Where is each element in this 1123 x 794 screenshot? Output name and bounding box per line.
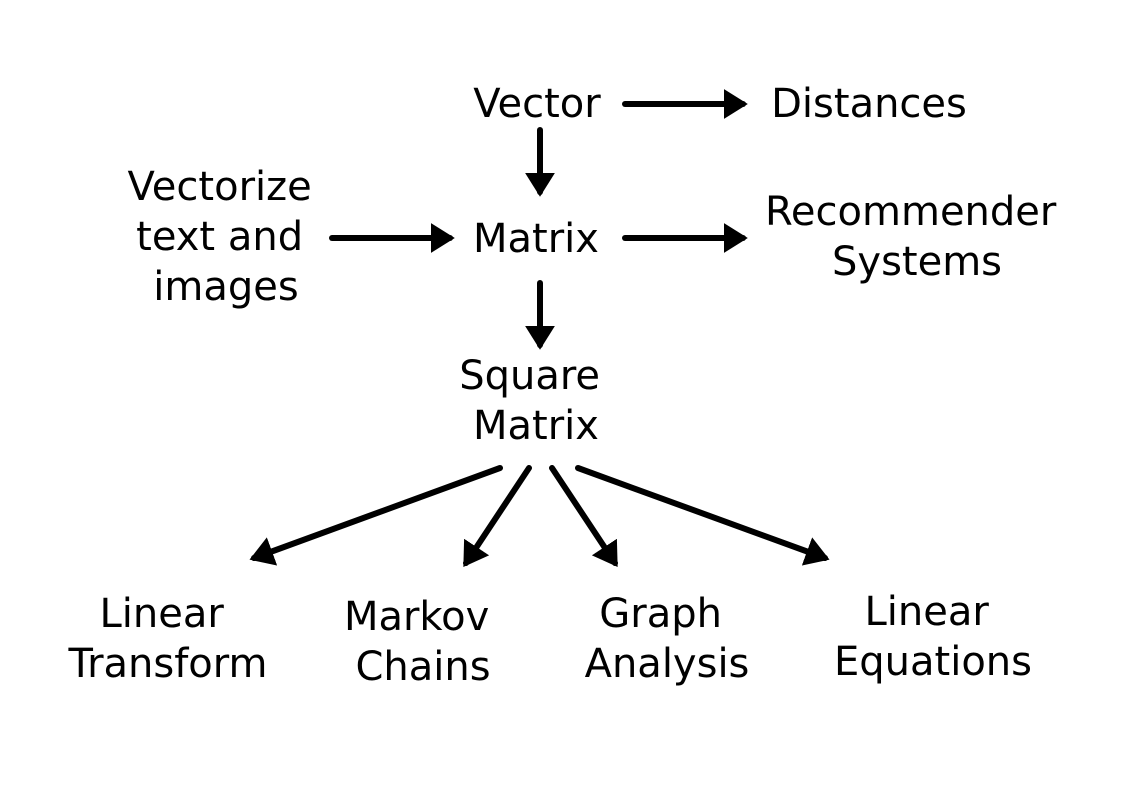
node-linear-equations-line-1: Linear (864, 589, 989, 635)
node-graph-analysis: Graph Analysis (585, 591, 750, 687)
node-linear-equations-line-2: Equations (834, 639, 1032, 685)
node-distances: Distances (771, 81, 967, 127)
node-recommender-line-2: Systems (832, 239, 1002, 285)
node-linear-equations: Linear Equations (834, 589, 1032, 685)
node-vectorize-line-1: Vectorize (128, 164, 312, 210)
node-vector: Vector (473, 81, 601, 127)
node-distances-line: Distances (771, 81, 967, 127)
nodes: Vector Distances Vectorize text and imag… (68, 81, 1069, 690)
node-markov-chains-line-2: Chains (355, 644, 490, 690)
edges (249, 89, 830, 568)
node-vectorize-text-and-images: Vectorize text and images (128, 164, 325, 310)
edge-square-matrix-markov-chains (463, 465, 532, 568)
node-vectorize-line-2: text and (136, 214, 303, 260)
edge-square-matrix-linear-transform (249, 465, 503, 566)
node-square-matrix-line-1: Square (459, 353, 600, 399)
node-linear-transform-line-2: Transform (68, 641, 268, 687)
edge-square-matrix-graph-analysis (549, 465, 618, 568)
node-square-matrix-line-2: Matrix (473, 403, 599, 449)
node-recommender-systems: Recommender Systems (765, 189, 1069, 285)
node-linear-transform: Linear Transform (68, 591, 268, 687)
node-graph-analysis-line-1: Graph (599, 591, 722, 637)
node-markov-chains-line-1: Markov (344, 594, 489, 640)
node-recommender-line-1: Recommender (765, 189, 1057, 235)
node-vectorize-line-3: images (153, 264, 298, 310)
node-vector-line: Vector (473, 81, 601, 127)
node-matrix-line: Matrix (473, 216, 599, 262)
node-square-matrix: Square Matrix (459, 353, 613, 449)
node-markov-chains: Markov Chains (344, 594, 502, 690)
node-linear-transform-line-1: Linear (99, 591, 224, 637)
node-matrix: Matrix (473, 216, 599, 262)
node-graph-analysis-line-2: Analysis (585, 641, 750, 687)
edge-square-matrix-linear-equations (575, 465, 830, 566)
